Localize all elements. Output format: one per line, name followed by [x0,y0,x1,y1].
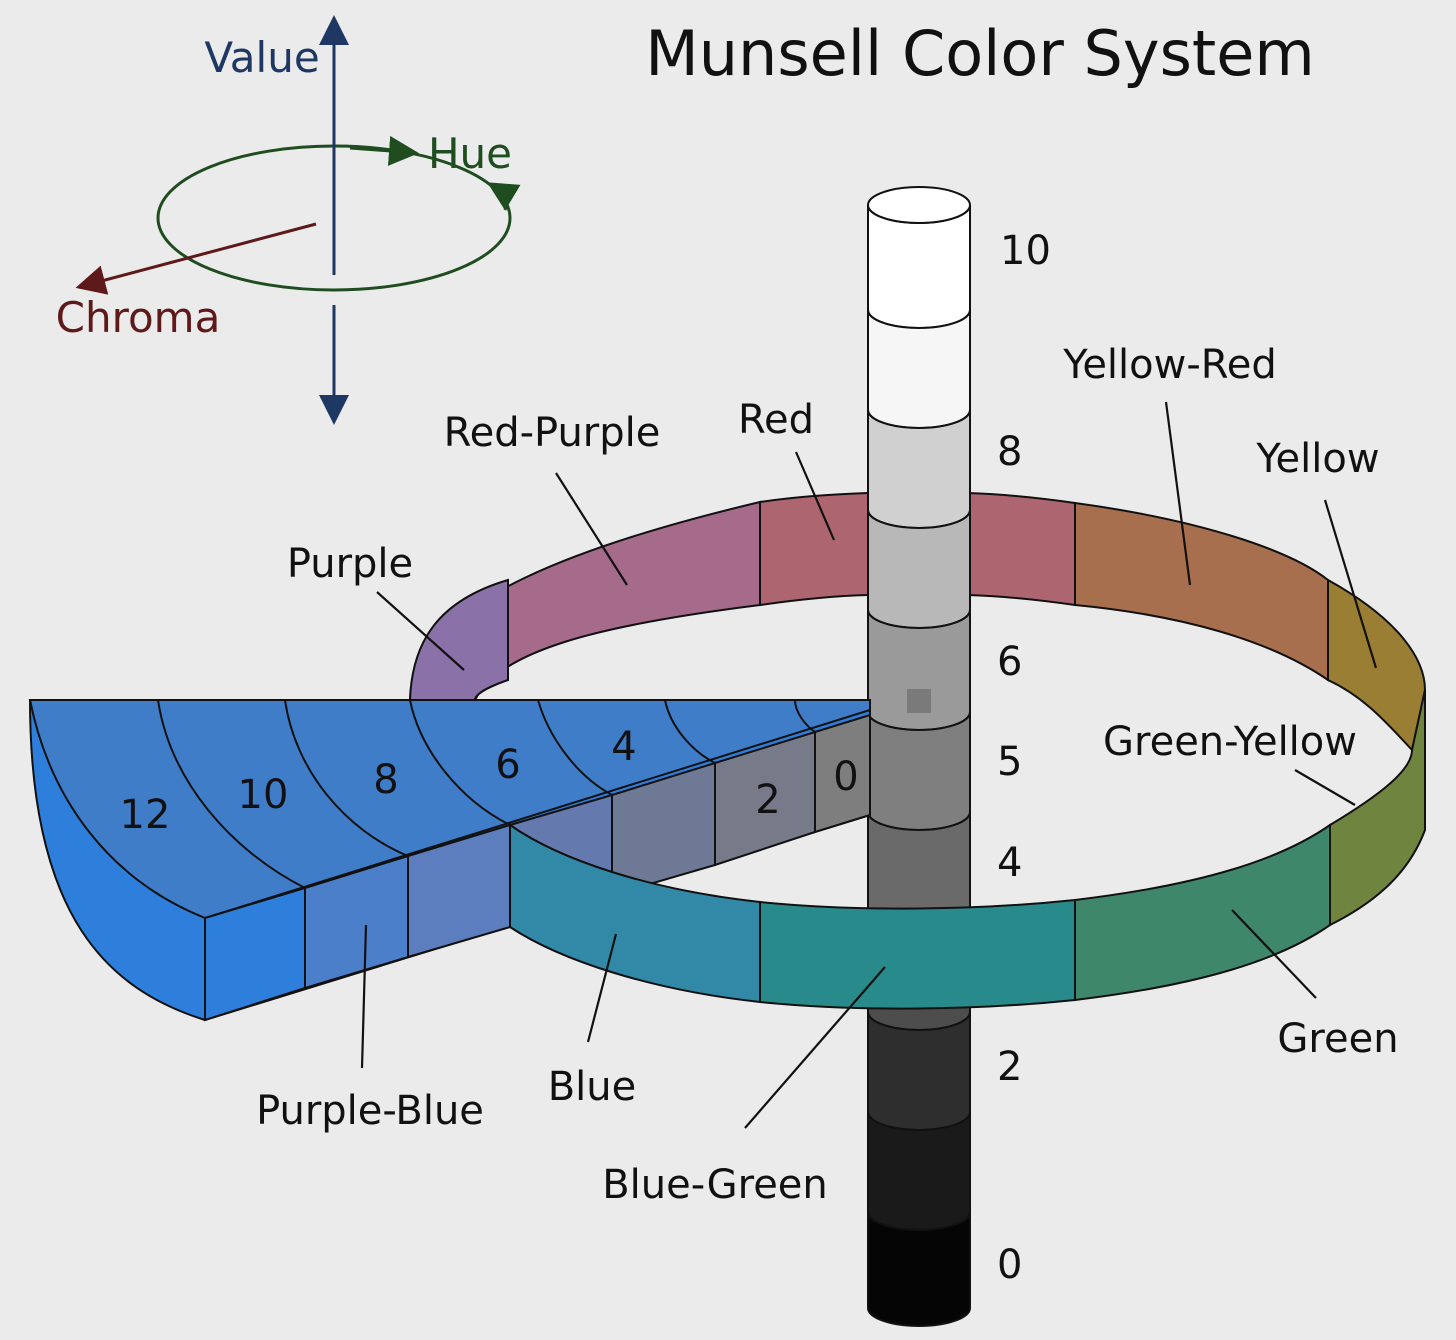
value-tick-10: 10 [1000,228,1051,274]
value-band-8 [867,1011,971,1131]
value-axis-label: Value [204,33,319,82]
value-column-cap [867,186,971,224]
hue-label-yellow-red: Yellow-Red [1062,342,1277,388]
ring-segment-green-yellow [1329,689,1426,927]
value-tick-2: 2 [997,1044,1022,1090]
value-tick-0: 0 [997,1242,1022,1288]
neutral-sample [907,689,931,713]
value-scale-labels: 10 8 6 5 4 2 0 [997,228,1051,1288]
ring-segment-red-left [759,491,869,607]
hue-label-blue: Blue [548,1064,637,1110]
value-tick-5: 5 [997,739,1022,785]
value-band-10 [867,1211,971,1327]
chroma-axis-label: Chroma [56,293,221,342]
chroma-tick-2: 2 [755,777,780,823]
chroma-tick-10: 10 [238,772,289,818]
hue-label-blue-green: Blue-Green [602,1162,828,1208]
hue-label-purple-blue: Purple-Blue [256,1088,484,1134]
chroma-scale-labels: 12 10 8 6 4 2 0 [120,724,859,838]
value-band-9 [867,1111,971,1231]
axis-legend: Value Hue Chroma [56,15,521,425]
value-band-1 [867,309,971,429]
hue-label-purple: Purple [287,541,413,587]
hue-label-green-yellow: Green-Yellow [1103,719,1357,765]
chroma-arrow [75,222,317,295]
hue-arrow [349,135,419,166]
chroma-tick-12: 12 [120,792,171,838]
value-tick-8: 8 [997,429,1022,475]
hue-label-yellow: Yellow [1255,436,1379,482]
chroma-tick-6: 6 [495,742,520,788]
chroma-tick-4: 4 [611,724,636,770]
hue-label-red-purple: Red-Purple [444,410,661,456]
value-column [867,186,971,1327]
value-tick-6: 6 [997,639,1022,685]
value-band-5 [867,711,971,831]
chroma-block-0 [814,713,871,834]
hue-label-green: Green [1277,1016,1398,1062]
hue-labels: Red Yellow-Red Yellow Green-Yellow Green… [256,342,1399,1208]
value-band-2 [867,409,971,529]
hue-arrow-loop [487,182,521,211]
hue-label-red: Red [738,397,814,443]
ring-segment-yellow-red [1074,501,1329,682]
chroma-wedge [28,699,871,1022]
value-band-3 [867,509,971,629]
value-tick-4: 4 [997,840,1022,886]
ring-segment-purple [408,578,509,701]
page-title: Munsell Color System [645,17,1314,90]
hue-ring-front [509,689,1426,1010]
hue-ring-back [408,491,1427,753]
hue-axis-label: Hue [428,129,512,178]
chroma-tick-0: 0 [833,754,858,800]
chroma-tick-8: 8 [373,757,398,803]
ring-segment-blue-green [759,898,1076,1010]
ring-segment-red-right [967,491,1076,607]
